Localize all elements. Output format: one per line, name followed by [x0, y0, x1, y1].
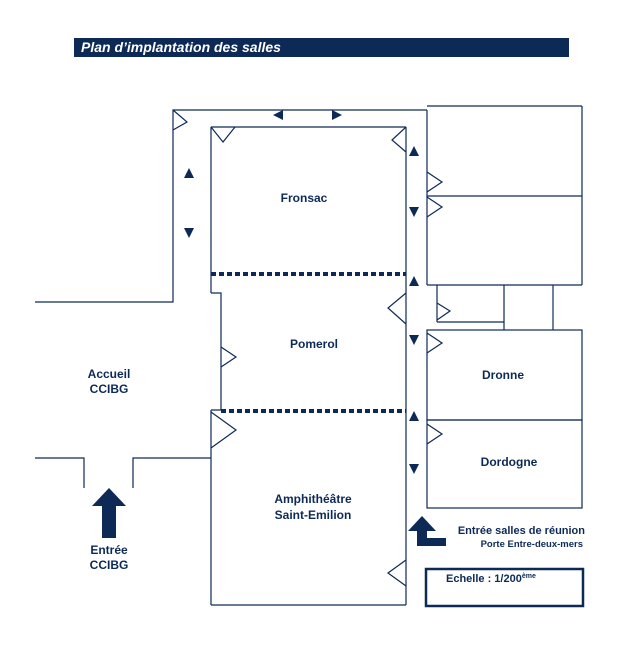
arrow-up-icon: [409, 276, 419, 286]
arrow-up-icon: [409, 146, 419, 156]
room-amphi-label-1: Amphithéâtre: [274, 492, 352, 506]
room-dordogne-label: Dordogne: [481, 455, 538, 469]
door-icon: [220, 346, 238, 368]
arrow-down-icon: [184, 228, 194, 238]
partitions: [211, 272, 406, 413]
direction-arrows: [184, 110, 419, 474]
door-icon: [210, 126, 236, 143]
walls: [35, 105, 583, 606]
arrow-left-icon: [273, 110, 283, 120]
accueil-label-2: CCIBG: [90, 382, 129, 396]
door-icon: [210, 411, 238, 449]
arrow-up-icon: [184, 168, 194, 178]
arrow-down-icon: [409, 335, 419, 345]
accueil-label-1: Accueil: [88, 367, 131, 381]
door-icon: [426, 423, 444, 445]
room-amphi-label-2: Saint-Emilion: [275, 508, 352, 522]
door-icon: [426, 171, 444, 193]
arrow-down-icon: [409, 207, 419, 217]
door-icon: [172, 109, 189, 131]
entree-salles-sublabel: Porte Entre-deux-mers: [481, 539, 583, 550]
room-pomerol-label: Pomerol: [290, 337, 338, 351]
room-fronsac-label: Fronsac: [281, 191, 328, 205]
entree-salles-label: Entrée salles de réunion: [458, 525, 585, 537]
entree-label-1: Entrée: [90, 543, 128, 557]
wall-pomerol-left: [211, 292, 222, 411]
scale-label: Echelle : 1/200ème: [446, 573, 536, 585]
room-dronne-label: Dronne: [482, 368, 524, 382]
entrance-arrow-icon: [92, 488, 126, 538]
wall-entrance-right: [132, 457, 211, 488]
meeting-entrance-arrow-icon: [408, 516, 446, 546]
scale-box: [424, 567, 585, 608]
door-icon: [391, 126, 407, 153]
scale-label-main: Echelle : 1/200: [446, 573, 522, 585]
title-bar: Plan d’implantation des salles: [74, 38, 569, 57]
room-dordogne-outline: [426, 419, 583, 509]
arrow-up-icon: [409, 411, 419, 421]
doors: [172, 109, 452, 587]
door-icon: [426, 332, 444, 354]
door-icon: [436, 302, 452, 321]
arrow-down-icon: [409, 464, 419, 474]
door-icon: [387, 292, 407, 325]
wall-upper-left: [35, 109, 427, 303]
door-icon: [426, 196, 444, 218]
page-title: Plan d’implantation des salles: [81, 39, 281, 55]
door-icon: [386, 559, 407, 587]
wall-lower-left: [35, 457, 85, 488]
scale-label-suffix: ème: [522, 573, 536, 580]
arrow-right-icon: [332, 110, 342, 120]
entree-label-2: CCIBG: [90, 558, 129, 572]
labels: Fronsac Pomerol Dronne Dordogne Amphithé…: [88, 191, 538, 572]
